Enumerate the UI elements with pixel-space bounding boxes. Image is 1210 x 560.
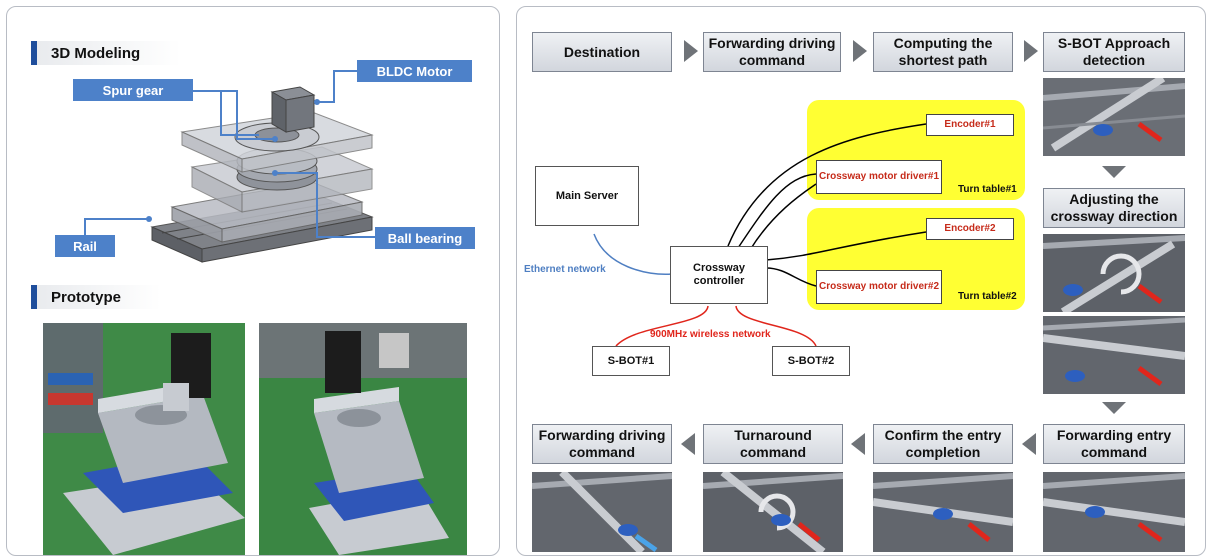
step-forwarding-entry-command: Forwarding entry command	[1043, 424, 1185, 464]
callout-spur-gear: Spur gear	[73, 79, 193, 101]
step-sbot-approach-detection-text: S-BOT Approach detection	[1057, 35, 1171, 68]
forwarding-driving-image	[532, 472, 672, 552]
turntable-1-label: Turn table#1	[958, 184, 1017, 195]
step-sbot-approach-detection: S-BOT Approach detection	[1043, 32, 1185, 72]
ethernet-network-text: Ethernet network	[524, 264, 606, 275]
encoder-1-box: Encoder#1	[926, 114, 1014, 136]
crossway-controller-text: Crossway controller	[693, 262, 745, 287]
approach-detection-image	[1043, 78, 1185, 156]
step-forwarding-driving-command-bottom-text: Forwarding driving command	[538, 427, 666, 460]
step-turnaround-command-text: Turnaround command	[734, 427, 812, 460]
flow-arrow-2	[853, 40, 867, 62]
flow-arrow-left-2	[851, 433, 865, 455]
turntable-1-text: Turn table#1	[958, 184, 1017, 195]
prototype-section-title: Prototype	[31, 285, 161, 309]
motor-driver-2-box: Crossway motor driver#2	[816, 270, 942, 304]
step-forwarding-entry-command-text: Forwarding entry command	[1056, 427, 1172, 460]
modeling-section-title: 3D Modeling	[31, 41, 181, 65]
callout-spur-gear-text: Spur gear	[102, 82, 164, 98]
callout-bldc-motor: BLDC Motor	[357, 60, 472, 82]
confirm-entry-image	[873, 472, 1013, 552]
step-destination-text: Destination	[563, 43, 641, 60]
encoder-2-box: Encoder#2	[926, 218, 1014, 240]
callout-bldc-motor-text: BLDC Motor	[376, 63, 453, 79]
adjusting-direction-image-1	[1043, 234, 1185, 312]
wireless-network-text: 900MHz wireless network	[650, 329, 771, 340]
step-confirm-entry-completion-text: Confirm the entry completion	[884, 427, 1002, 460]
wireless-network-label: 900MHz wireless network	[650, 329, 771, 340]
step-forwarding-driving-command-top-text: Forwarding driving command	[708, 35, 836, 68]
callout-ball-bearing-text: Ball bearing	[387, 230, 463, 246]
flow-arrow-down-1	[1102, 166, 1126, 178]
motor-driver-1-text: Crossway motor driver#1	[818, 171, 940, 182]
motor-driver-2-text: Crossway motor driver#2	[818, 281, 940, 292]
encoder-2-text: Encoder#2	[944, 223, 996, 234]
sbot-2-text: S-BOT#2	[787, 354, 835, 367]
callout-rail: Rail	[55, 235, 115, 257]
prototype-photo-2	[259, 323, 467, 555]
step-destination: Destination	[532, 32, 672, 72]
step-confirm-entry-completion: Confirm the entry completion	[873, 424, 1013, 464]
turntable-2-text: Turn table#2	[958, 291, 1017, 302]
turntable-2-label: Turn table#2	[958, 291, 1017, 302]
motor-driver-1-box: Crossway motor driver#1	[816, 160, 942, 194]
step-adjusting-crossway-direction-text: Adjusting the crossway direction	[1050, 191, 1178, 224]
ethernet-network-label: Ethernet network	[524, 264, 606, 275]
step-forwarding-driving-command-bottom: Forwarding driving command	[532, 424, 672, 464]
sbot-1-box: S-BOT#1	[592, 346, 670, 376]
left-panel: 3D Modeling	[6, 6, 500, 556]
flow-arrow-left-1	[1022, 433, 1036, 455]
step-computing-shortest-path: Computing the shortest path	[873, 32, 1013, 72]
main-server-box: Main Server	[535, 166, 639, 226]
step-forwarding-driving-command-top: Forwarding driving command	[703, 32, 841, 72]
flow-arrow-down-2	[1102, 402, 1126, 414]
crossway-controller-box: Crossway controller	[670, 246, 768, 304]
sbot-2-box: S-BOT#2	[772, 346, 850, 376]
turnaround-image	[703, 472, 843, 552]
callout-ball-bearing: Ball bearing	[375, 227, 475, 249]
flow-arrow-1	[684, 40, 698, 62]
network-connections	[593, 123, 927, 347]
step-turnaround-command: Turnaround command	[703, 424, 843, 464]
prototype-title-text: Prototype	[51, 288, 122, 306]
main-server-text: Main Server	[555, 189, 619, 202]
sbot-1-text: S-BOT#1	[607, 354, 655, 367]
step-adjusting-crossway-direction: Adjusting the crossway direction	[1043, 188, 1185, 228]
prototype-photo-1	[43, 323, 245, 555]
flow-arrow-left-3	[681, 433, 695, 455]
step-computing-shortest-path-text: Computing the shortest path	[893, 35, 993, 68]
adjusting-direction-image-2	[1043, 316, 1185, 394]
flow-arrow-3	[1024, 40, 1038, 62]
forwarding-entry-image	[1043, 472, 1185, 552]
modeling-title-text: 3D Modeling	[51, 44, 141, 62]
encoder-1-text: Encoder#1	[944, 119, 996, 130]
callout-rail-text: Rail	[73, 238, 97, 254]
